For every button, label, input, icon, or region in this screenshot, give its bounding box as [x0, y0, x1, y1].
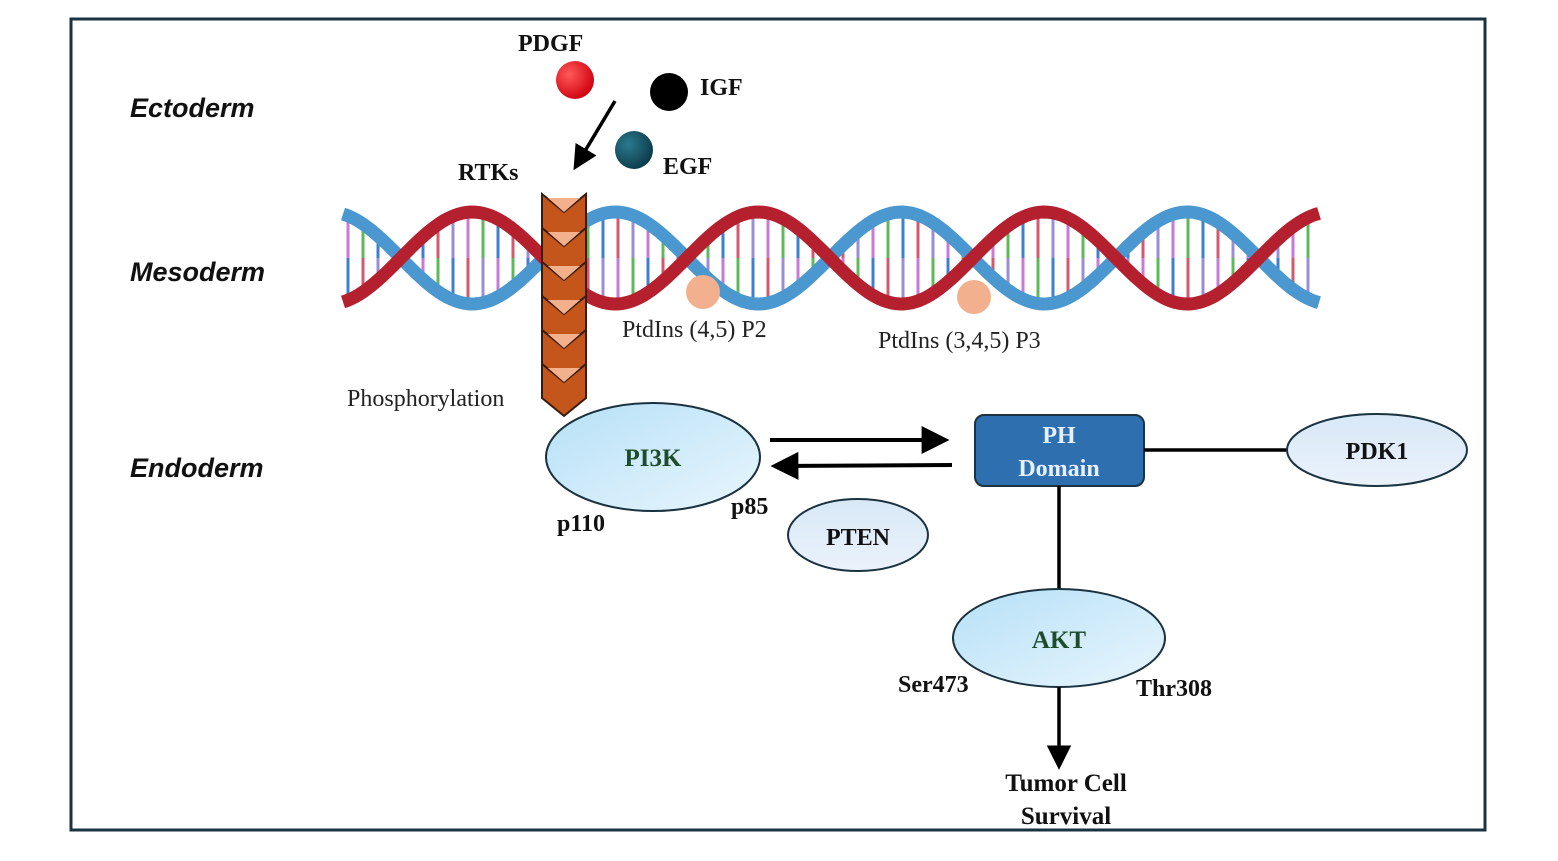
pdgf-ligand [556, 61, 594, 99]
ligand-binding-arrow [573, 100, 617, 171]
pdk1-node [1286, 413, 1468, 487]
pten-node [787, 498, 929, 572]
p110-label: p110 [557, 511, 605, 537]
dna-strand-red [340, 205, 1321, 311]
pten-label: PTEN [826, 525, 891, 551]
pdgf-label: PDGF [518, 31, 583, 57]
layer-label-ectoderm: Ectoderm [130, 93, 255, 123]
rtk-chevron-highlight [548, 198, 580, 212]
rtk-chevron-highlight [548, 300, 580, 314]
survival-label-line1: Tumor Cell [1005, 770, 1127, 797]
pip3-dot [957, 280, 991, 314]
survival-label-line2: Survival [1021, 803, 1111, 830]
ph-domain-label-line2: Domain [1018, 456, 1099, 482]
pi3k-label: PI3K [625, 445, 683, 472]
igf-ligand [650, 73, 688, 111]
rtk-receptor-chevrons [541, 191, 587, 418]
akt-label: AKT [1032, 627, 1087, 654]
egf-label: EGF [663, 154, 712, 180]
pip3-label: PtdIns (3,4,5) P3 [878, 328, 1041, 354]
rtk-chevron-highlight [548, 334, 580, 348]
layer-label-mesoderm: Mesoderm [130, 257, 265, 287]
pi3k-node [545, 402, 761, 512]
ser473-label: Ser473 [898, 672, 969, 698]
phosphorylation-label: Phosphorylation [347, 386, 504, 412]
rtk-chevron-highlight [548, 368, 580, 382]
ph-domain-label-line1: PH [1042, 423, 1076, 449]
egf-ligand [615, 131, 653, 169]
rtks-label: RTKs [458, 160, 519, 186]
ph-to-pi3k-arrow [770, 451, 953, 480]
rtk-chevron-highlight [548, 232, 580, 246]
pip2-dot [686, 275, 720, 309]
rtk-chevron-highlight [548, 266, 580, 280]
layer-label-endoderm: Endoderm [130, 453, 264, 483]
pip2-label: PtdIns (4,5) P2 [622, 317, 767, 343]
dna-double-helix [340, 205, 1321, 311]
diagram-frame [69, 17, 1487, 832]
p85-label: p85 [731, 494, 768, 520]
igf-label: IGF [700, 75, 743, 101]
pdk1-label: PDK1 [1346, 439, 1409, 465]
thr308-label: Thr308 [1136, 676, 1212, 702]
